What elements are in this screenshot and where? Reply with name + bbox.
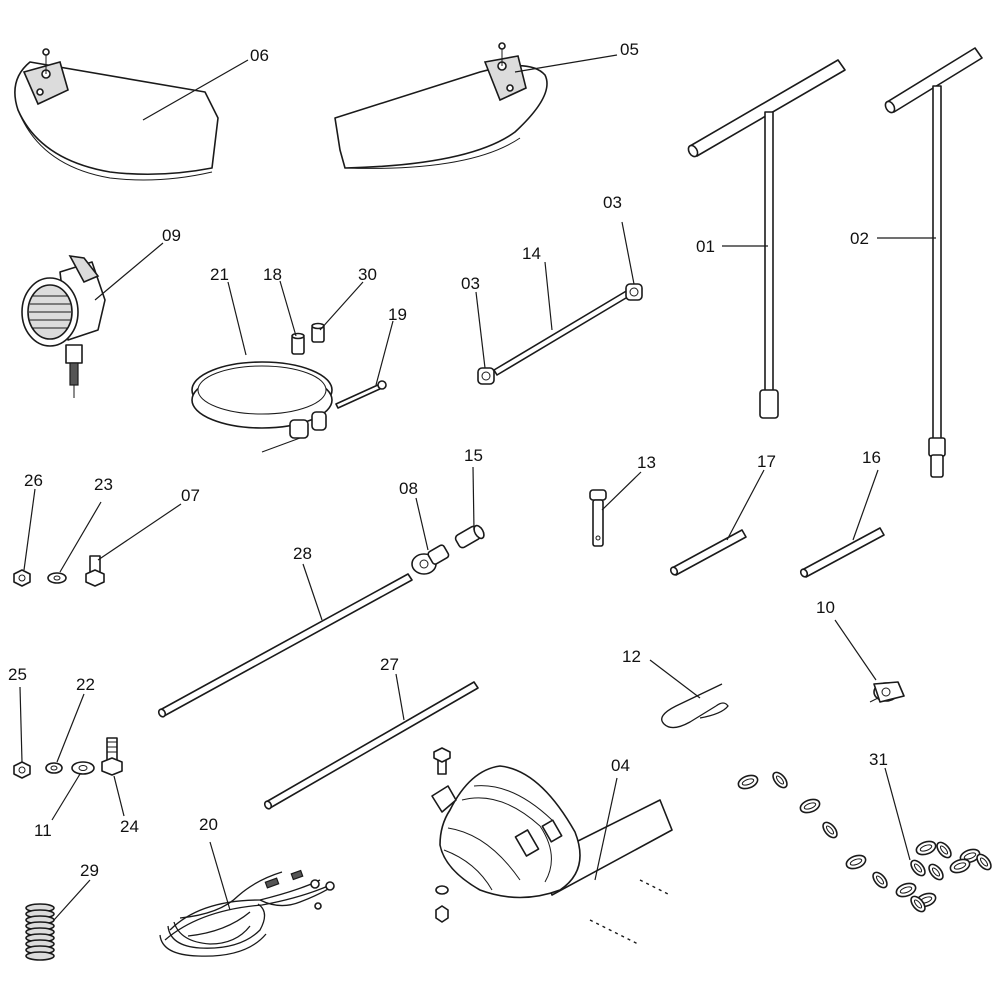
label-28: 28 [293, 544, 312, 563]
part-24-bolt [101, 737, 123, 776]
chain-link-hole [875, 875, 885, 885]
label-27: 04 [611, 756, 630, 775]
label-03-right: 03 [603, 193, 622, 212]
label-22: 22 [76, 675, 95, 694]
chain-link [822, 821, 838, 839]
chain-link [799, 798, 821, 814]
part-26-nut [13, 569, 31, 587]
chain-link [928, 863, 944, 881]
chain-link [915, 840, 937, 856]
label-02: 02 [850, 229, 869, 248]
label-29: 27 [380, 655, 399, 674]
label-31: 20 [199, 815, 218, 834]
chain-link-hole [803, 802, 817, 810]
part-16-pin [799, 527, 885, 578]
chain-link-hole [899, 886, 913, 894]
part-08-fitting [411, 544, 450, 575]
part-17-pin [669, 529, 747, 576]
label-15: 15 [464, 446, 483, 465]
part-02-t-handle [884, 47, 983, 478]
label-24: 24 [120, 817, 139, 836]
label-08: 08 [399, 479, 418, 498]
part-09-lamp [21, 254, 106, 398]
label-26: 26 [24, 471, 43, 490]
part-12-r-clip [661, 683, 729, 729]
part-27-pto-shaft [431, 747, 673, 946]
part-07-bolt [85, 555, 105, 587]
chain-link-hole [963, 852, 977, 860]
part-13-pin [589, 489, 607, 547]
part-20-spring [25, 903, 55, 961]
chain-link-hole [741, 778, 755, 786]
chain-link [737, 774, 759, 790]
part-05-plate [334, 42, 548, 169]
label-20: 29 [80, 861, 99, 880]
chain-link-hole [919, 844, 933, 852]
part-04-chain [737, 771, 992, 913]
label-09: 09 [162, 226, 181, 245]
part-06-plate [14, 48, 219, 181]
chain-link-hole [939, 845, 949, 855]
spring-coil [25, 951, 55, 961]
chain-link-hole [775, 775, 785, 785]
label-17: 17 [757, 452, 776, 471]
chain-link [976, 853, 992, 871]
chain-link [845, 854, 867, 870]
part-29-rod [263, 681, 479, 810]
label-14: 14 [522, 244, 541, 263]
label-05: 05 [620, 40, 639, 59]
part-30-bushing [311, 322, 325, 343]
part-25-nut [13, 761, 31, 779]
chain-link-hole [913, 899, 923, 909]
chain-link-hole [953, 862, 967, 870]
label-16: 16 [862, 448, 881, 467]
part-23-washer [47, 572, 67, 584]
label-18: 18 [263, 265, 282, 284]
label-30: 30 [358, 265, 377, 284]
chain-link-hole [913, 863, 923, 873]
part-15-sleeve [454, 524, 485, 549]
part-19-bolt [335, 380, 387, 409]
part-21-clamp-band [191, 361, 333, 453]
chain-link-hole [931, 867, 941, 877]
label-11: 11 [34, 821, 52, 840]
label-07: 07 [181, 486, 200, 505]
label-01: 01 [696, 237, 715, 256]
chain-link [772, 771, 788, 789]
part-03-end-cap-left [477, 367, 495, 385]
chain-link-hole [979, 857, 989, 867]
part-31-wiring-harness [159, 869, 335, 957]
part-18-bushing [291, 332, 305, 355]
label-21: 21 [210, 265, 229, 284]
part-11-washer [71, 761, 95, 775]
chain-link [872, 871, 888, 889]
label-19: 19 [388, 305, 407, 324]
chain-link [936, 841, 952, 859]
label-04: 31 [869, 750, 888, 769]
part-22-washer [45, 762, 63, 774]
chain-link-hole [825, 825, 835, 835]
label-10: 10 [816, 598, 835, 617]
part-14-rod [493, 289, 632, 376]
chain-link [910, 859, 926, 877]
part-10-clip [869, 681, 905, 703]
part-01-t-handle [687, 59, 846, 419]
part-28-long-rod [157, 573, 413, 718]
label-25: 25 [8, 665, 27, 684]
label-23: 23 [94, 475, 113, 494]
label-03-left: 03 [461, 274, 480, 293]
label-06: 06 [250, 46, 269, 65]
label-13: 13 [637, 453, 656, 472]
chain-link-hole [849, 858, 863, 866]
label-12: 12 [622, 647, 641, 666]
part-03-end-cap-right [625, 283, 643, 301]
